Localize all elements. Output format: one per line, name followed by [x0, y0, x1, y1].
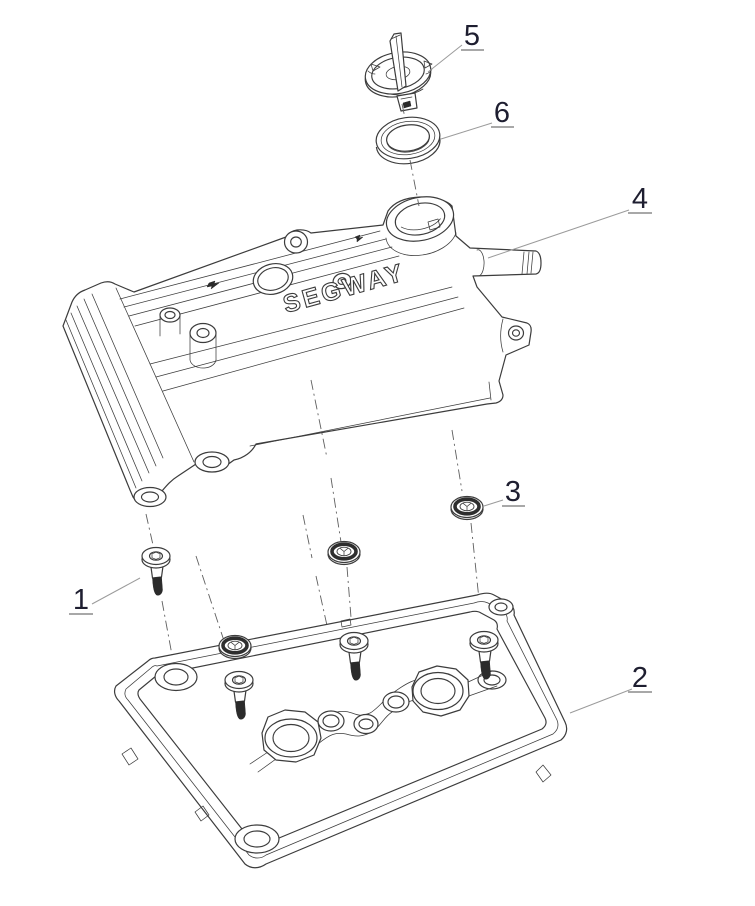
leader-line [427, 44, 463, 73]
leader-line [91, 577, 141, 605]
callout-5[interactable]: 5 [427, 20, 484, 73]
part-valve-cover: SEGWAY [62, 196, 542, 508]
callout-number: 6 [494, 97, 510, 129]
leader-line [440, 122, 493, 140]
leader-line [483, 499, 504, 507]
callout-4[interactable]: 4 [487, 183, 652, 259]
part-seal-ring [375, 116, 441, 165]
grommet [217, 633, 253, 661]
cover-bosses [133, 230, 525, 508]
cap-handle [389, 32, 407, 92]
filler-neck [385, 196, 457, 256]
callout-2[interactable]: 2 [569, 662, 652, 714]
callout-number: 2 [632, 662, 648, 694]
callout-6[interactable]: 6 [440, 97, 514, 140]
callout-1[interactable]: 1 [69, 577, 141, 616]
grommet [326, 539, 362, 567]
gasket-center-gallery [249, 665, 498, 773]
cover-left-ribs [65, 287, 195, 489]
leader-line [487, 209, 630, 259]
grommet [449, 494, 485, 522]
breather-pipe [476, 249, 534, 277]
leader-line [569, 688, 633, 714]
callout-number: 1 [73, 584, 89, 616]
bolt [141, 546, 171, 596]
callout-3[interactable]: 3 [483, 476, 525, 508]
part-cover-gasket [113, 592, 568, 869]
part-oil-filler-cap [364, 32, 433, 112]
cap-arrow-marks [367, 60, 433, 75]
callouts: 1 2 3 4 5 6 [69, 20, 652, 714]
callout-number: 4 [632, 183, 648, 215]
callout-number: 5 [464, 20, 480, 52]
callout-number: 3 [505, 476, 521, 508]
